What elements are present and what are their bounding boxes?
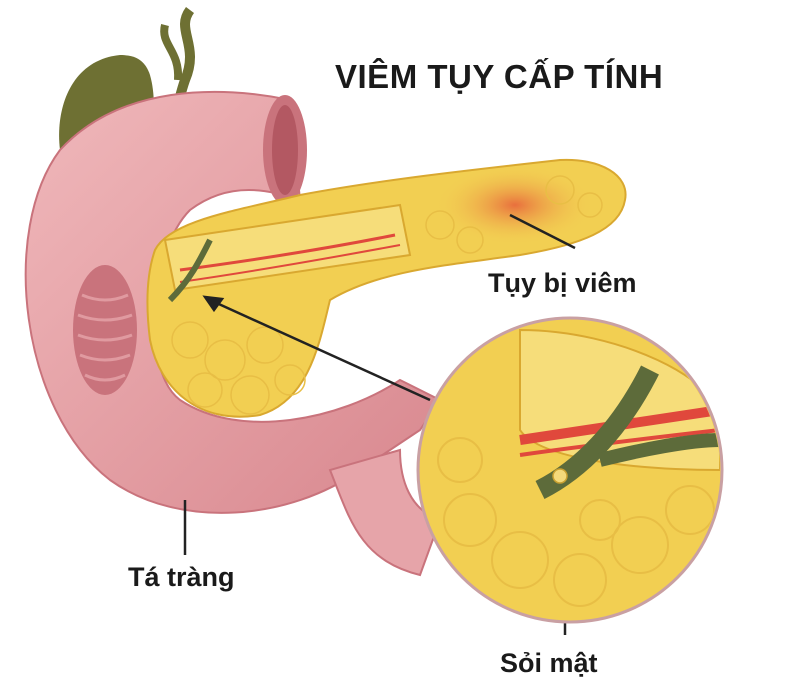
gallstone-label: Sỏi mật xyxy=(500,648,598,678)
pancreas xyxy=(146,158,627,418)
magnified-inset xyxy=(416,316,724,624)
duodenum-label: Tá tràng xyxy=(128,562,235,592)
inflamed-pancreas-label: Tụy bị viêm xyxy=(488,268,637,298)
diagram-title: VIÊM TỤY CẤP TÍNH xyxy=(335,58,664,95)
